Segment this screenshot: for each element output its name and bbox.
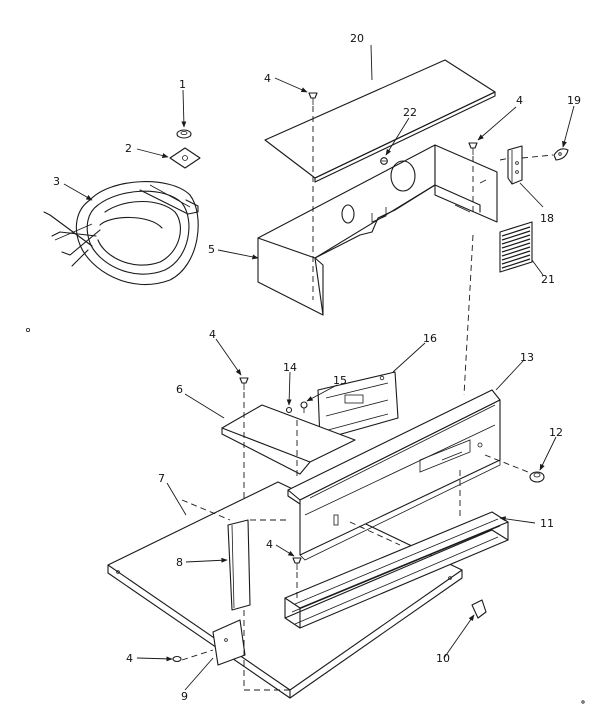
part-10-foot [471, 599, 487, 619]
part-4-screw-top-right [468, 142, 478, 155]
leader-lines [63, 44, 575, 691]
part-20-top-panel [264, 59, 496, 183]
part-21-grille [499, 221, 533, 273]
callout-20: 20 [350, 32, 364, 45]
part-19-clip [553, 148, 569, 161]
callout-6: 6 [176, 383, 183, 396]
callout-4-top-right: 4 [516, 94, 523, 107]
part-4-screw-bottom-left [172, 655, 182, 663]
part-2-plate [169, 147, 201, 169]
callout-15: 15 [333, 374, 347, 387]
part-18-bracket [507, 145, 523, 185]
part-3-power-cord [43, 181, 199, 286]
callout-10: 10 [436, 652, 450, 665]
callout-4-bottom: 4 [126, 652, 133, 665]
callout-4-top-left: 4 [264, 72, 271, 85]
part-12-knob [529, 471, 545, 483]
callout-21: 21 [541, 273, 555, 286]
part-9-clip-plate [212, 619, 246, 666]
part-1-grommet [176, 129, 192, 139]
callout-1: 1 [179, 78, 186, 91]
callout-4-lower: 4 [266, 538, 273, 551]
callout-8: 8 [176, 556, 183, 569]
callout-12: 12 [549, 426, 563, 439]
callout-16: 16 [423, 332, 437, 345]
part-5-upper-housing [257, 144, 498, 316]
callout-19: 19 [567, 94, 581, 107]
callout-13: 13 [520, 351, 534, 364]
part-13-control-panel [287, 389, 501, 561]
part-22-screw [380, 157, 388, 165]
callout-14: 14 [283, 361, 297, 374]
part-8-side-bracket [227, 519, 251, 611]
callout-7: 7 [158, 472, 165, 485]
callout-9: 9 [181, 690, 188, 703]
callout-2: 2 [125, 142, 132, 155]
part-4-screw-top-left [308, 92, 318, 105]
part-4-screw-lower [292, 557, 302, 570]
callout-22: 22 [403, 106, 417, 119]
part-15-fastener [300, 401, 308, 413]
part-11-rail [284, 511, 509, 629]
callout-5: 5 [208, 243, 215, 256]
callout-labels: 1 2 3 4 4 4 4 4 5 6 7 8 9 10 11 12 13 14… [53, 32, 581, 703]
part-7-base-panel [107, 481, 463, 699]
part-6-mounting-plate [221, 404, 356, 475]
callout-11: 11 [540, 517, 554, 530]
assembly-lines [181, 106, 554, 691]
callout-3: 3 [53, 175, 60, 188]
part-14-fastener [285, 406, 293, 414]
margin-mark [25, 327, 30, 332]
margin-mark-2 [581, 700, 585, 704]
callout-4-mid: 4 [209, 328, 216, 341]
part-4-screw-mid-left [239, 377, 249, 390]
callout-18: 18 [540, 212, 554, 225]
part-16-control-board [317, 371, 399, 441]
